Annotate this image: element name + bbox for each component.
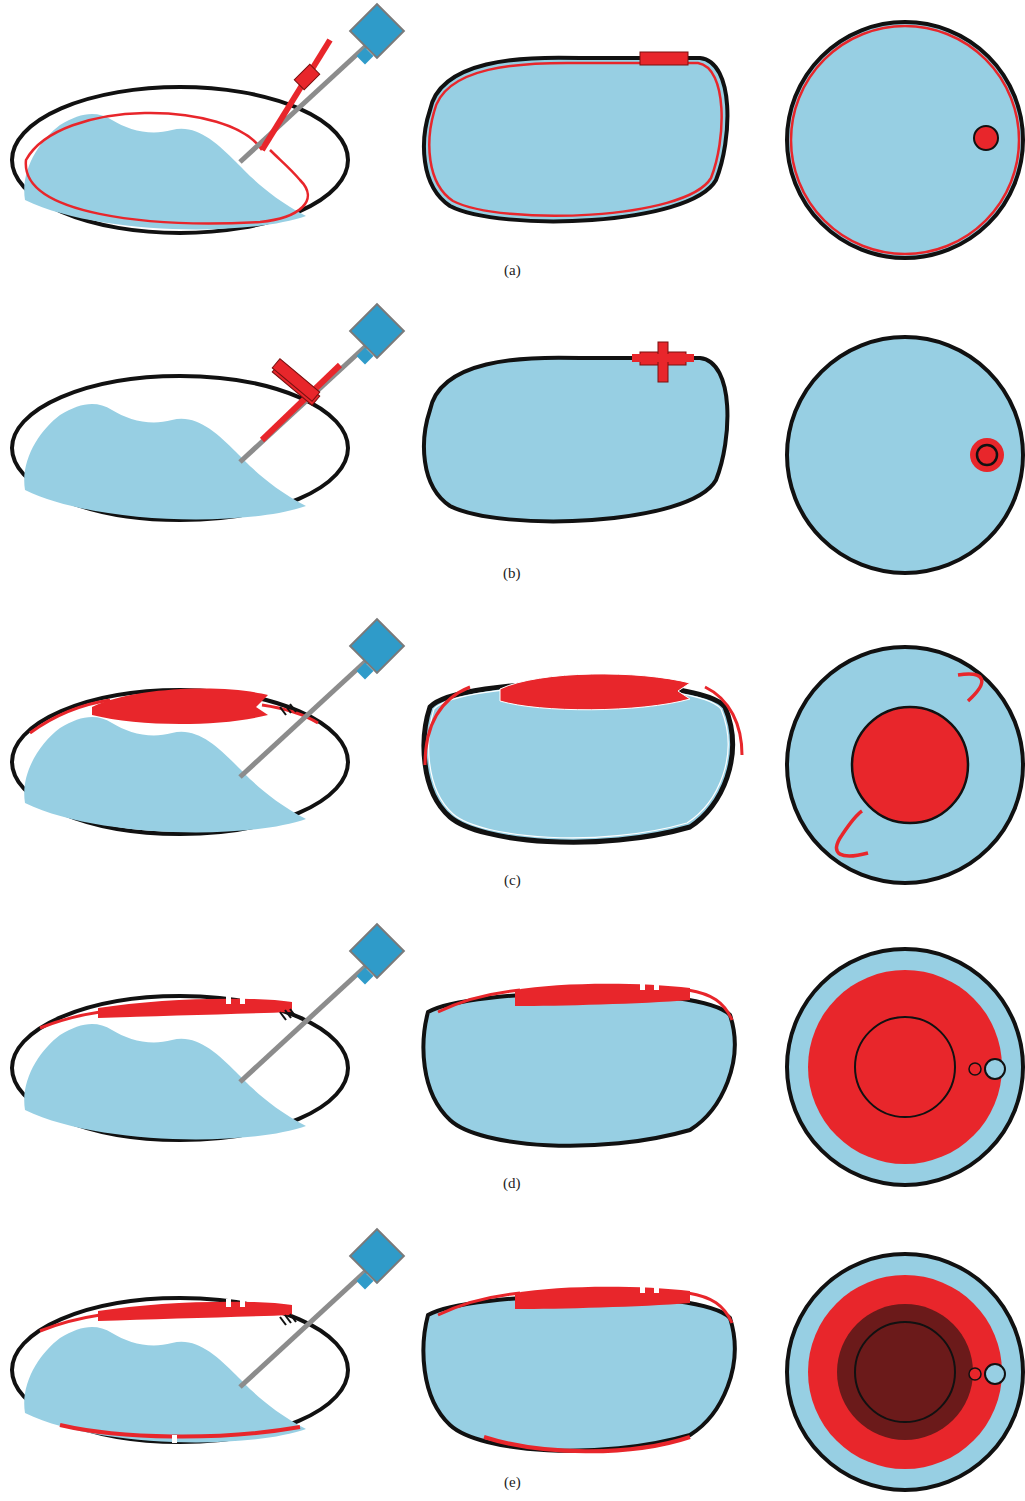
row-b [12, 304, 1023, 573]
panel-label: (a) [504, 262, 521, 279]
panel-label: (e) [504, 1474, 521, 1491]
row-e [12, 1229, 1023, 1490]
row-d [12, 924, 1023, 1185]
row-c [12, 619, 1023, 883]
panel-label: (d) [503, 1175, 521, 1192]
panel-label: (c) [504, 872, 521, 889]
panel-label: (b) [503, 565, 521, 582]
row-a [12, 4, 1023, 258]
